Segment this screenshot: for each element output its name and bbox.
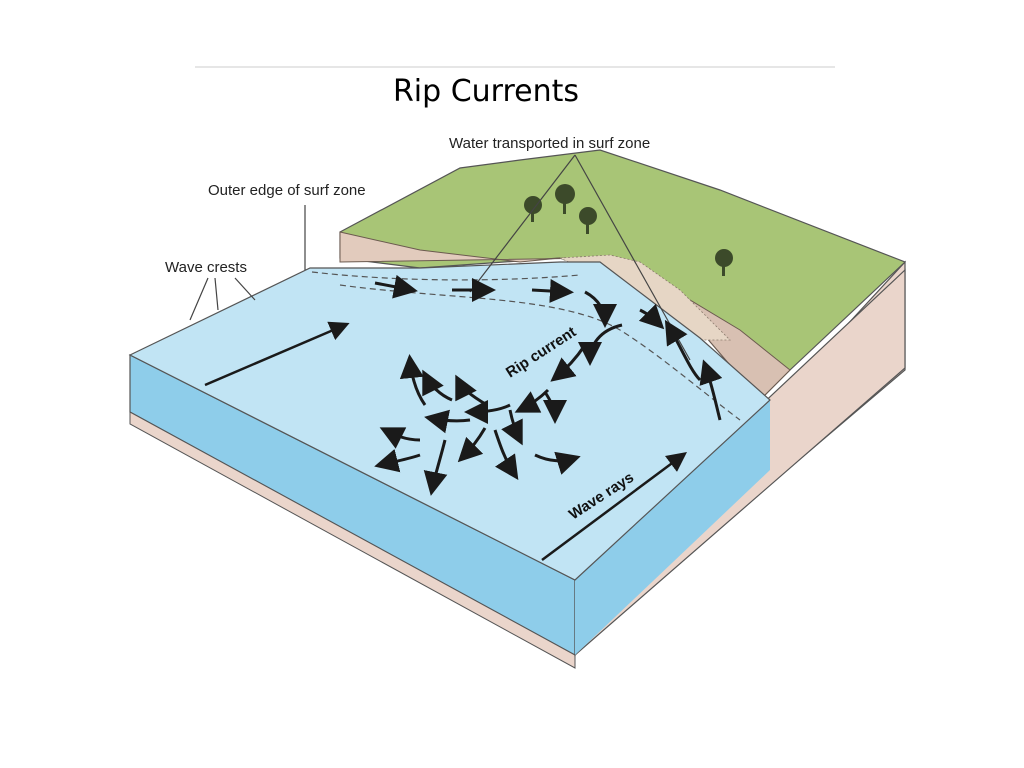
rip-arrow-7 — [455, 374, 488, 407]
rip-arrow-5 — [464, 399, 511, 424]
rip-arrow-2 — [550, 344, 587, 382]
surf-zone-outer-edge — [311, 271, 581, 281]
rip-arrow-11 — [493, 429, 519, 480]
label-outer-edge: Outer edge of surf zone — [208, 182, 366, 199]
rip-arrow-13 — [423, 439, 448, 496]
rip-arrow-12 — [457, 427, 487, 463]
wave-ray-right — [541, 452, 688, 562]
rip-arrow-14 — [379, 427, 421, 449]
longshore-arrow-5 — [664, 319, 702, 382]
top-divider — [195, 66, 835, 68]
rip-arrow-8 — [424, 409, 471, 434]
longshore-arrow-7 — [638, 303, 665, 330]
rip-arrow-15 — [374, 448, 421, 473]
rip-arrow-16 — [534, 451, 581, 475]
longshore-arrow-3 — [531, 279, 574, 303]
label-wave-crests: Wave crests — [165, 259, 247, 276]
right-water-side — [575, 400, 770, 655]
rip-arrow-6 — [501, 409, 523, 446]
leader-wave-crest-a — [189, 277, 209, 321]
rip-arrow-4 — [542, 391, 567, 424]
leader-wave-crest-b — [214, 277, 219, 311]
wave-ray-left — [204, 321, 350, 387]
rip-arrow-1 — [578, 323, 623, 366]
tree-group — [524, 184, 733, 276]
rip-arrow-10 — [399, 354, 427, 406]
rip-arrow-9 — [422, 369, 453, 402]
longshore-arrow-1 — [374, 274, 418, 299]
label-water-transported: Water transported in surf zone — [449, 135, 650, 152]
page-title: Rip Currents — [392, 74, 580, 109]
leader-water-transported-a — [469, 154, 576, 293]
leader-wave-crest-c — [234, 277, 256, 301]
longshore-arrow-4 — [584, 290, 617, 328]
longshore-arrow-6 — [699, 359, 723, 421]
ocean-floor-strip — [129, 411, 576, 669]
